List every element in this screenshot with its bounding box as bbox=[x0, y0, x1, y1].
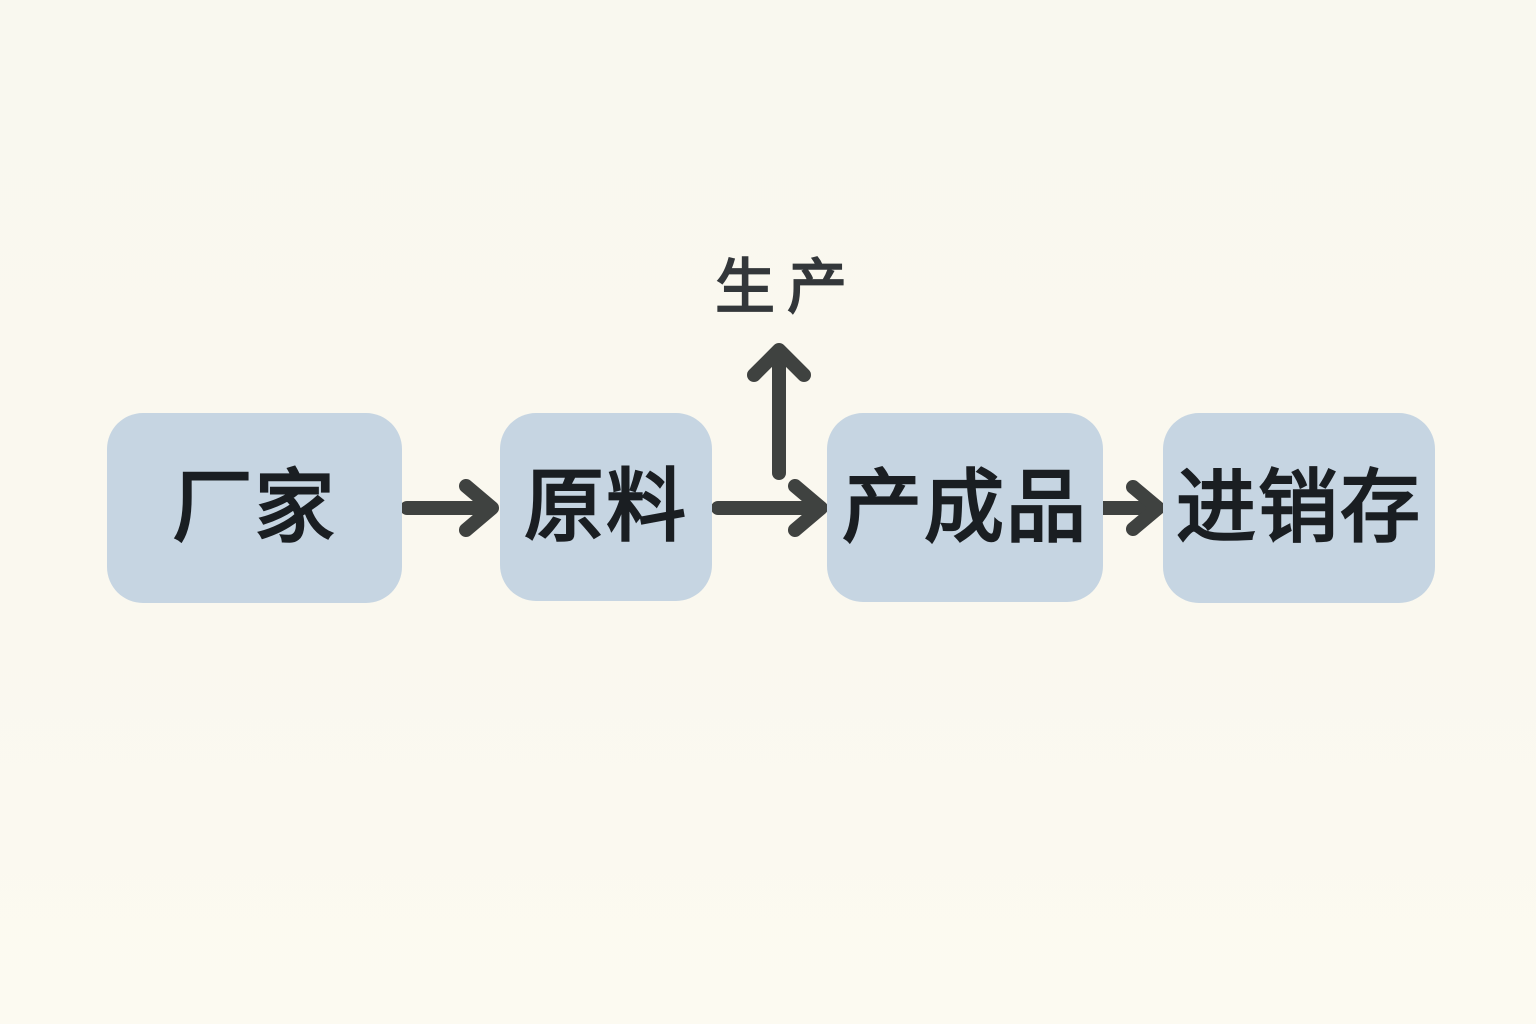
production-label: 生产 bbox=[715, 254, 859, 321]
arrow-up-to-production bbox=[747, 343, 811, 480]
node-raw-material: 原料 bbox=[500, 413, 712, 601]
node-factory-label: 厂家 bbox=[172, 463, 337, 552]
node-inventory: 进销存 bbox=[1163, 413, 1435, 603]
arrow-factory-to-raw-material bbox=[400, 479, 499, 537]
node-finished-goods: 产成品 bbox=[827, 413, 1103, 602]
arrow-raw-material-to-finished-goods bbox=[711, 479, 828, 537]
node-inventory-label: 进销存 bbox=[1176, 463, 1422, 552]
node-finished-goods-label: 产成品 bbox=[842, 462, 1088, 552]
node-raw-material-label: 原料 bbox=[524, 462, 688, 551]
node-factory: 厂家 bbox=[107, 413, 402, 603]
